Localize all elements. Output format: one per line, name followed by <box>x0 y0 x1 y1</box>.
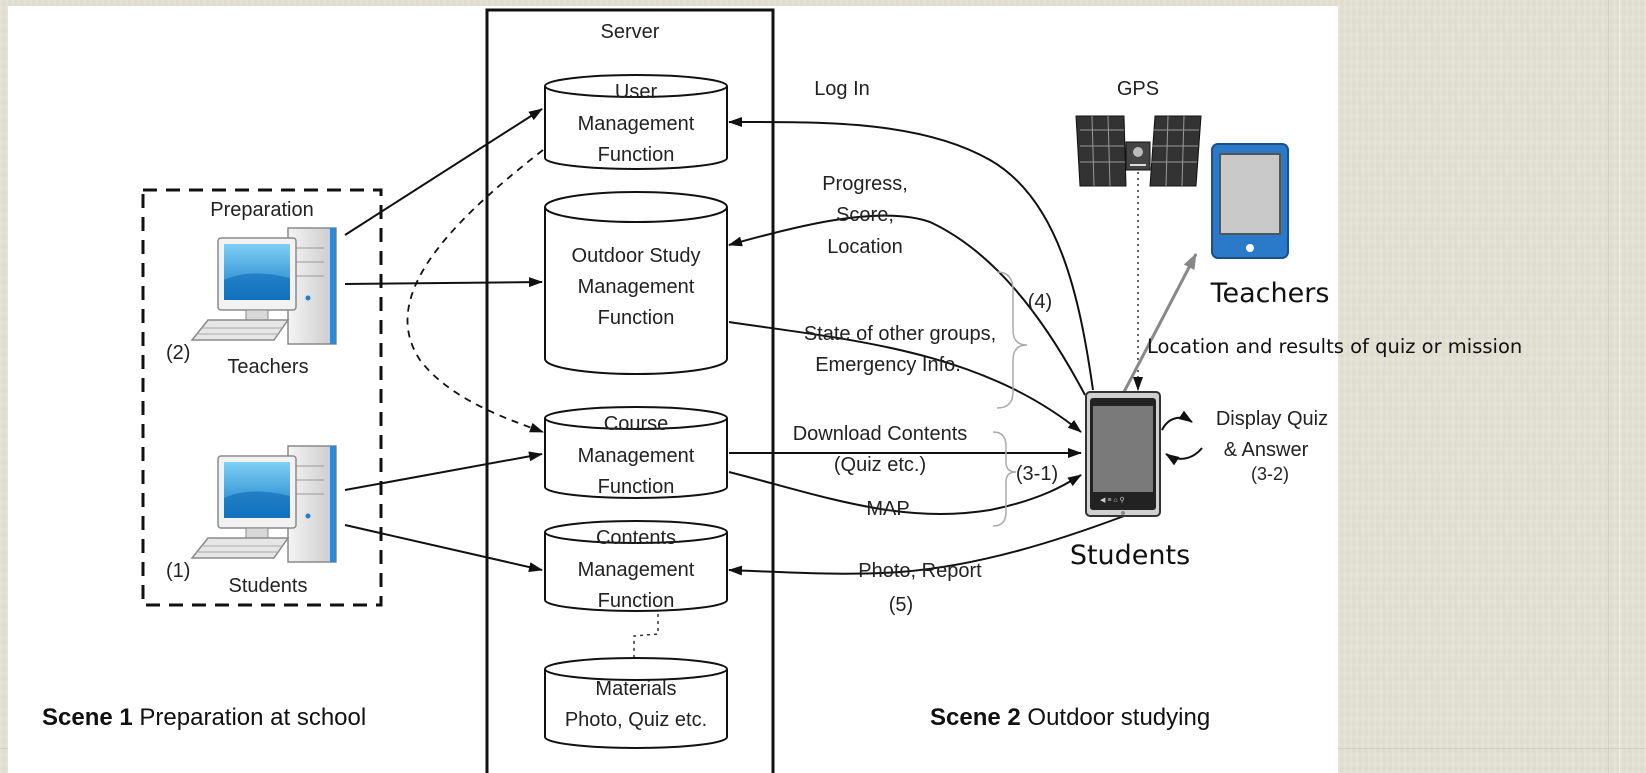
server-title: Server <box>601 21 660 43</box>
student-computer-icon <box>191 445 337 563</box>
progress-arrow <box>728 214 1086 396</box>
student-to-contents-arrow <box>344 524 543 572</box>
teachers-step-number: (2) <box>166 342 190 364</box>
photo-report-arrow <box>728 515 1125 576</box>
gps-label: GPS <box>1117 78 1159 100</box>
step4-brace <box>996 271 1028 409</box>
scene2-label: Scene 2 Outdoor studying <box>930 704 1210 731</box>
download-label-line1: Download Contents <box>793 423 968 445</box>
photo-report-label: Photo, Report <box>858 560 982 582</box>
contents-management-cylinder: Contents Management Function <box>544 520 728 612</box>
map-arrow <box>728 471 1082 516</box>
course-function-line2: Management <box>578 445 695 467</box>
materials-line2: Photo, Quiz etc. <box>565 709 707 731</box>
preparation-title: Preparation <box>210 199 313 221</box>
display-quiz-arrow <box>1161 410 1193 431</box>
preparation-teachers-label: Teachers <box>227 356 308 378</box>
course-management-cylinder: Course Management Function <box>544 406 728 499</box>
scene1-bold: Scene 1 <box>42 704 133 731</box>
progress-label-line3: Location <box>827 236 903 258</box>
teacher-computer-icon <box>191 227 337 345</box>
state-arrow <box>728 321 1082 433</box>
login-arrow <box>728 116 1094 391</box>
state-label-line1: State of other groups, <box>804 323 996 345</box>
course-function-line1: Course <box>604 413 668 435</box>
outdoor-function-line1: Outdoor Study <box>572 245 701 267</box>
teacher-tablet-icon <box>1211 143 1289 259</box>
students-step-number: (1) <box>166 560 190 582</box>
contents-function-line3: Function <box>598 590 675 612</box>
download-label-line2: (Quiz etc.) <box>834 454 926 476</box>
materials-cylinder: Materials Photo, Quiz etc. <box>544 657 728 749</box>
student-to-course-arrow <box>344 451 543 491</box>
materials-line1: Materials <box>595 678 676 700</box>
phone-students-label: Students <box>1070 540 1190 571</box>
outdoor-function-line2: Management <box>578 276 695 298</box>
state-label-line2: Emergency Info. <box>815 354 961 376</box>
contents-function-line2: Management <box>578 559 695 581</box>
progress-label-line2: Score, <box>836 204 894 226</box>
login-label: Log In <box>814 78 870 100</box>
preparation-students-label: Students <box>229 575 308 597</box>
progress-label-line1: Progress, <box>822 173 908 195</box>
user-function-line3: Function <box>598 144 675 166</box>
server-box <box>485 8 775 773</box>
scene2-text: Outdoor studying <box>1021 704 1210 731</box>
answer-arrow <box>1165 447 1203 466</box>
scene1-label: Scene 1 Preparation at school <box>42 704 366 731</box>
scene2-bold: Scene 2 <box>930 704 1021 731</box>
slide-edge <box>1608 0 1620 773</box>
contents-function-line1: Contents <box>596 527 676 549</box>
phone-to-tablet-arrow <box>1122 253 1198 393</box>
teacher-to-user-arrow <box>344 108 543 236</box>
map-label: MAP <box>866 498 909 520</box>
svg-text:◀ ≡ ⌂ ⚲: ◀ ≡ ⌂ ⚲ <box>1100 496 1125 504</box>
teacher-to-outdoor-arrow <box>344 277 543 288</box>
course-function-line3: Function <box>598 476 675 498</box>
display-quiz-line2: & Answer <box>1224 439 1309 461</box>
display-quiz-line3: (3-2) <box>1251 464 1289 484</box>
user-function-line1: User <box>615 81 658 103</box>
outdoor-study-cylinder: Outdoor Study Management Function <box>544 191 728 375</box>
step31-label: (3-1) <box>1016 463 1058 485</box>
user-function-line2: Management <box>578 113 695 135</box>
step4-label: (4) <box>1028 291 1052 313</box>
contents-materials-link <box>633 614 659 658</box>
display-quiz-line1: Display Quiz <box>1216 408 1328 430</box>
preparation-box <box>141 188 383 607</box>
gps-satellite-icon <box>1075 115 1202 187</box>
step31-brace <box>992 431 1017 527</box>
outdoor-function-line3: Function <box>598 307 675 329</box>
step5-label: (5) <box>889 594 913 616</box>
tablet-teachers-label: Teachers <box>1210 278 1330 309</box>
user-to-course-dashed-arrow <box>406 149 544 433</box>
student-phone-icon: ◀ ≡ ⌂ ⚲ <box>1085 391 1161 517</box>
location-results-label: Location and results of quiz or mission <box>1147 335 1522 358</box>
user-management-cylinder: User Management Function <box>544 74 728 170</box>
scene1-text: Preparation at school <box>133 704 366 731</box>
